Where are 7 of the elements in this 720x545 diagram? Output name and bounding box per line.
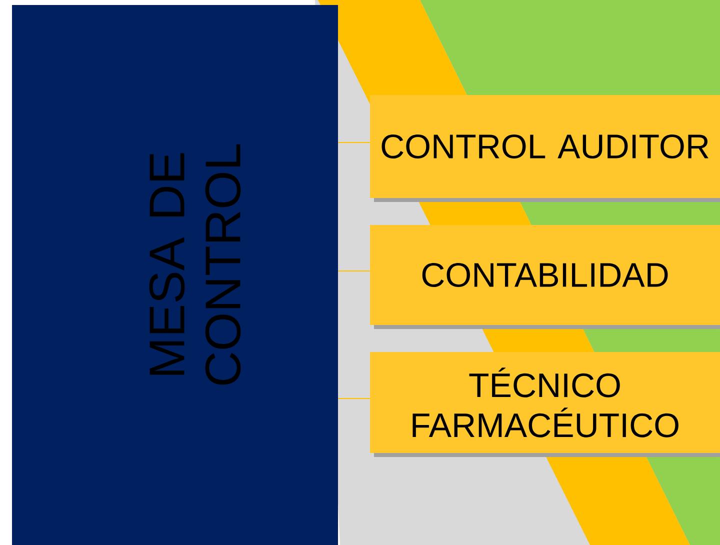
- department-box: TÉCNICO FARMACÉUTICO: [370, 352, 720, 457]
- connector-line: [338, 142, 370, 143]
- department-box: CONTABILIDAD: [370, 225, 720, 329]
- department-box: CONTROL AUDITOR: [370, 95, 720, 202]
- connector-line: [338, 398, 370, 399]
- connector-line: [338, 270, 370, 272]
- title-box: MESA DE CONTROL: [12, 4, 338, 545]
